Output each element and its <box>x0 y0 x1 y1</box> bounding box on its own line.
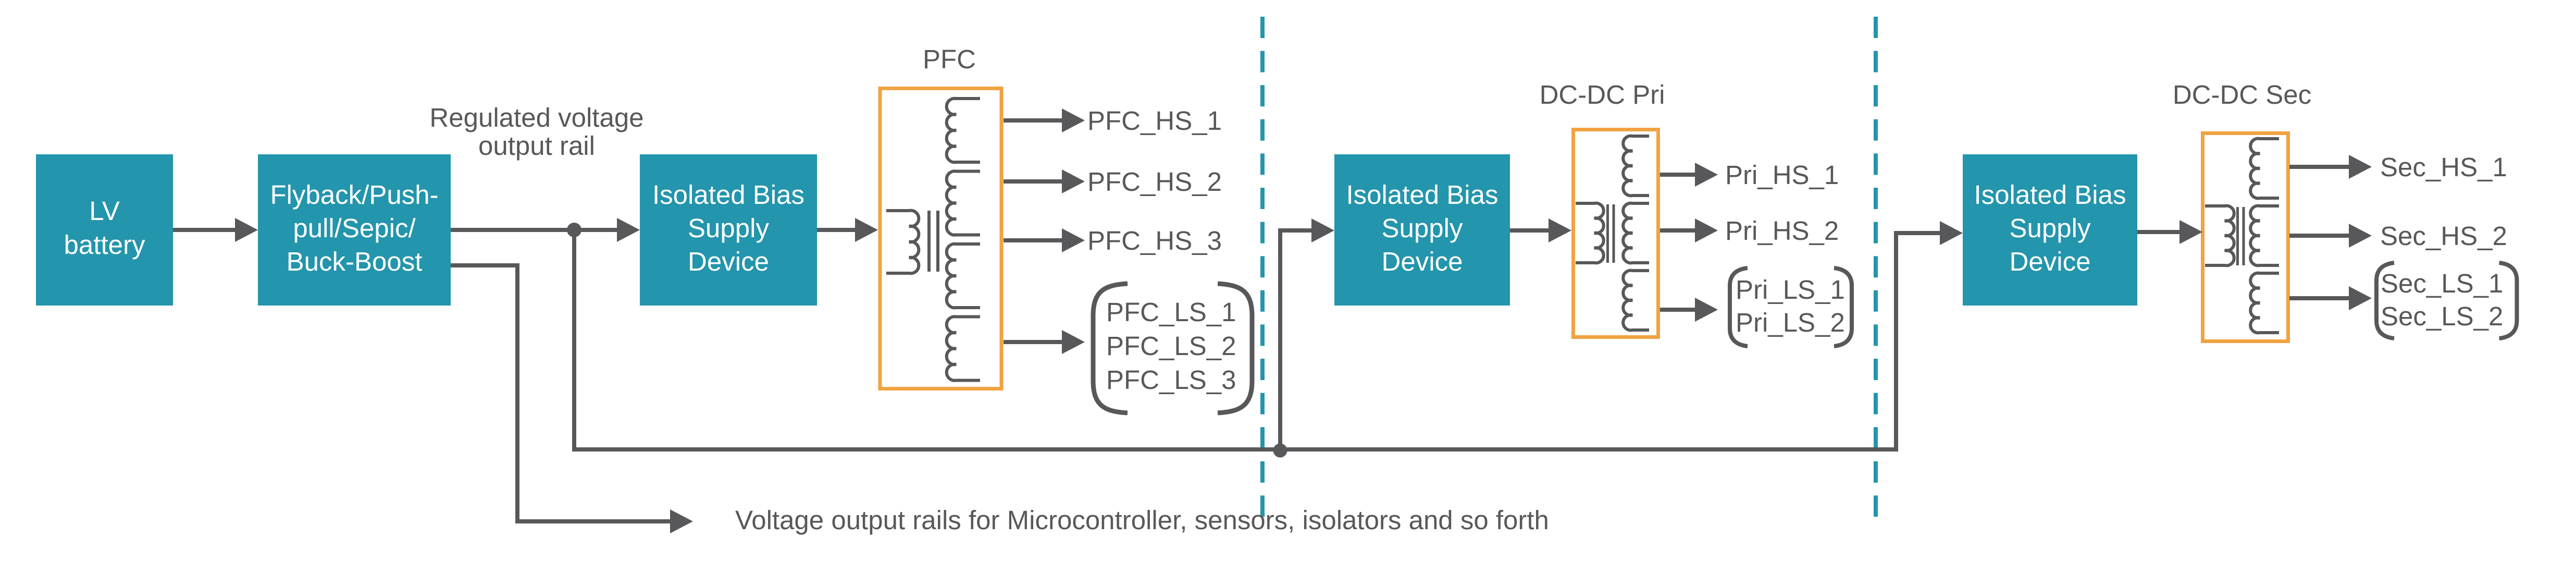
svg-text:Isolated Bias: Isolated Bias <box>652 180 804 210</box>
svg-text:Regulated voltage: Regulated voltage <box>429 103 643 132</box>
svg-text:Voltage output rails for Micro: Voltage output rails for Microcontroller… <box>735 505 1549 535</box>
svg-text:Pri_LS_2: Pri_LS_2 <box>1736 308 1845 337</box>
svg-text:Isolated Bias: Isolated Bias <box>1346 180 1498 210</box>
svg-text:PFC_HS_1: PFC_HS_1 <box>1087 106 1222 136</box>
svg-text:LV: LV <box>89 196 120 226</box>
svg-text:Sec_LS_1: Sec_LS_1 <box>2381 269 2503 298</box>
svg-text:Sec_LS_2: Sec_LS_2 <box>2381 301 2503 331</box>
svg-text:Pri_LS_1: Pri_LS_1 <box>1736 275 1845 304</box>
svg-text:Supply: Supply <box>2010 213 2091 243</box>
svg-text:Pri_HS_1: Pri_HS_1 <box>1725 160 1839 190</box>
svg-text:Sec_HS_1: Sec_HS_1 <box>2380 152 2507 182</box>
svg-text:Device: Device <box>2010 247 2091 276</box>
svg-text:Pri_HS_2: Pri_HS_2 <box>1725 216 1839 246</box>
svg-text:Sec_HS_2: Sec_HS_2 <box>2380 221 2507 251</box>
svg-text:PFC_HS_2: PFC_HS_2 <box>1087 167 1222 197</box>
svg-text:Device: Device <box>1382 247 1463 276</box>
svg-text:output rail: output rail <box>478 131 595 161</box>
svg-text:battery: battery <box>64 230 145 260</box>
svg-text:PFC_LS_2: PFC_LS_2 <box>1106 331 1236 361</box>
svg-text:pull/Sepic/: pull/Sepic/ <box>293 213 416 243</box>
svg-text:Supply: Supply <box>688 213 769 243</box>
svg-text:Buck-Boost: Buck-Boost <box>287 247 423 276</box>
svg-text:DC-DC Sec: DC-DC Sec <box>2173 80 2311 109</box>
svg-text:PFC_LS_3: PFC_LS_3 <box>1106 365 1236 395</box>
svg-text:Supply: Supply <box>1382 213 1463 243</box>
svg-text:PFC_HS_3: PFC_HS_3 <box>1087 226 1222 255</box>
svg-text:Flyback/Push-: Flyback/Push- <box>270 180 438 210</box>
svg-text:Isolated Bias: Isolated Bias <box>1974 180 2126 210</box>
svg-text:Device: Device <box>688 247 769 276</box>
svg-text:DC-DC Pri: DC-DC Pri <box>1540 80 1665 109</box>
svg-text:PFC: PFC <box>923 44 976 74</box>
svg-text:PFC_LS_1: PFC_LS_1 <box>1106 297 1236 327</box>
